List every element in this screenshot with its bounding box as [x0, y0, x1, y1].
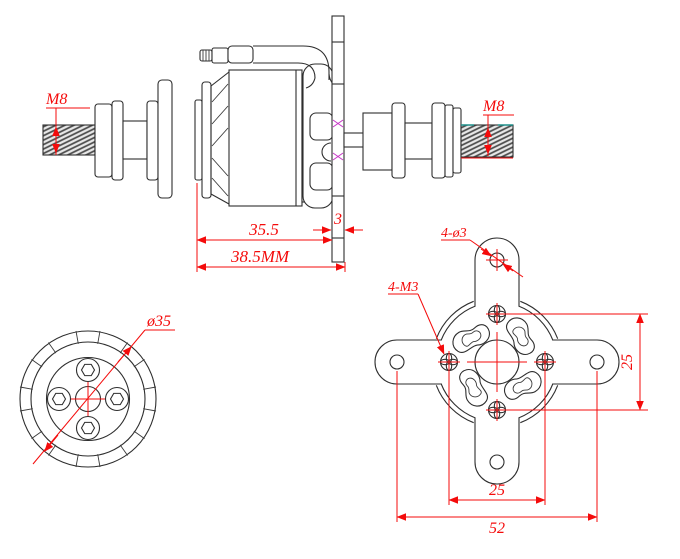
dim-38-5-text: 38.5MM [230, 247, 290, 266]
motor-can [228, 63, 334, 209]
dim-3: 3 [313, 211, 363, 234]
prop-adapter-left [94, 79, 173, 199]
shaft-assembly-right [343, 102, 514, 179]
rim-knurl-ticks [19, 330, 157, 468]
dia-35-text: ø35 [146, 313, 171, 330]
dim-52-text: 52 [489, 520, 505, 537]
m8-right-label: M8 [482, 98, 504, 115]
side-view: M8 M8 35.5 3 3 [42, 15, 514, 272]
shaft-center [71, 382, 105, 416]
label-4-dia3-text: 4-ø3 [441, 226, 467, 241]
end-view: ø35 [19, 313, 175, 468]
dim-38-5: 38.5MM [196, 247, 346, 272]
thread-left [42, 124, 96, 156]
dim-25-horizontal: 25 [448, 372, 546, 505]
arm-hole-left [389, 354, 405, 370]
m8-left-label: M8 [45, 91, 67, 108]
dim-dia-35: ø35 [32, 313, 175, 465]
thread-right [460, 124, 514, 158]
motor-wire-connector [199, 45, 339, 89]
bell-rim-arcs [435, 300, 559, 424]
mount-cross-arms [374, 237, 620, 485]
arm-hole-right [589, 354, 605, 370]
dim-25h-text: 25 [489, 482, 505, 499]
dim-35-5-text: 35.5 [248, 220, 279, 239]
label-4-m3-text: 4-M3 [388, 280, 418, 295]
mount-view: 4-ø3 4-M3 25 25 [374, 226, 648, 537]
dim-52: 52 [396, 371, 598, 537]
dim-35-5: 35.5 [196, 183, 333, 272]
label-screw-holes: 4-M3 [388, 280, 445, 355]
dim-25-vertical: 25 [506, 313, 648, 411]
countersink-marks [332, 119, 344, 161]
bell-front-flange [194, 81, 212, 199]
label-arm-holes: 4-ø3 [441, 226, 524, 278]
arm-hole-bottom [489, 454, 505, 470]
mount-center [467, 332, 527, 392]
dim-m8-left: M8 [45, 91, 90, 155]
dim-m8-right: M8 [482, 98, 514, 156]
dim-25v-text: 25 [619, 354, 636, 370]
dim-3-text: 3 [333, 211, 342, 228]
